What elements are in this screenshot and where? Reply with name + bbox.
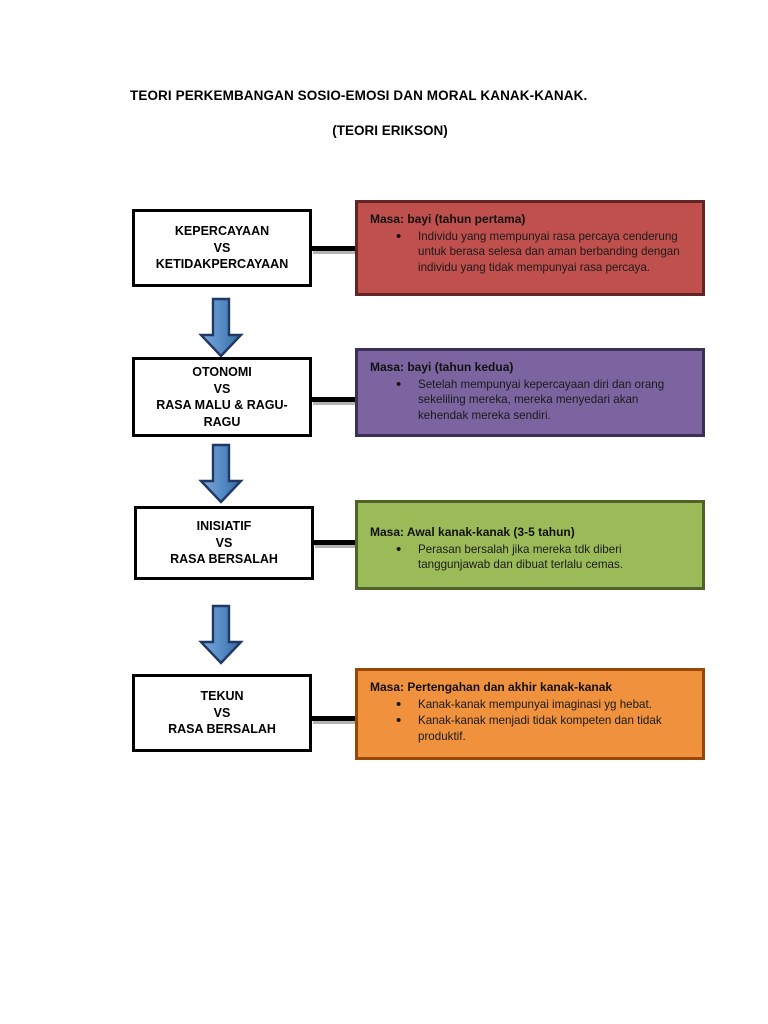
desc-bullet: Setelah mempunyai kepercayaan diri dan o… [396,376,690,423]
stage-box-otonomi[interactable]: OTONOMI VS RASA MALU & RAGU-RAGU [132,357,312,437]
desc-box-kepercayaan[interactable]: Masa: bayi (tahun pertama) Individu yang… [355,200,706,297]
stage-line-3: RASA BERSALAH [168,722,276,737]
stage-line-3: KETIDAKPERCAYAAN [155,257,289,272]
stage-line-3: RASA BERSALAH [170,552,278,567]
stage-line-1: INISIATIF [196,519,252,534]
desc-heading: Masa: bayi (tahun kedua) [370,360,514,374]
stage-line-3: RASA MALU & RAGU-RAGU [156,398,288,429]
connector-kepercayaan [311,246,359,254]
stage-line-2: VS [215,535,233,550]
stage-line-2: VS [213,240,231,255]
stage-line-2: VS [213,381,231,396]
stage-box-kepercayaan[interactable]: KEPERCAYAAN VS KETIDAKPERCAYAAN [132,209,312,287]
desc-heading: Masa: bayi (tahun pertama) [370,212,526,226]
desc-bullet: Individu yang mempunyai rasa percaya cen… [396,228,690,275]
stage-line-1: TEKUN [200,689,244,704]
desc-bullet: Kanak-kanak mempunyai imaginasi yg hebat… [396,696,690,714]
arrow-stage3-to-stage4 [198,604,244,666]
page-subtitle: (TEORI ERIKSON) [332,123,448,138]
desc-box-tekun[interactable]: Masa: Pertengahan dan akhir kanak-kanak … [355,668,706,761]
desc-bullet-list: Individu yang mempunyai rasa percaya cen… [370,228,690,275]
stage-box-tekun[interactable]: TEKUN VS RASA BERSALAH [132,674,312,752]
desc-heading: Masa: Awal kanak-kanak (3-5 tahun) [370,525,575,539]
desc-bullet-list: Perasan bersalah jika mereka tdk diberi … [370,541,690,573]
stage-line-1: KEPERCAYAAN [174,224,270,239]
desc-box-otonomi[interactable]: Masa: bayi (tahun kedua) Setelah mempuny… [355,348,706,438]
arrow-stage2-to-stage3 [198,443,244,505]
stage-box-inisiatif[interactable]: INISIATIF VS RASA BERSALAH [134,506,314,580]
arrow-stage1-to-stage2 [198,297,244,359]
desc-heading: Masa: Pertengahan dan akhir kanak-kanak [370,680,613,694]
stage-line-1: OTONOMI [192,365,252,379]
desc-bullet: Perasan bersalah jika mereka tdk diberi … [396,541,690,573]
stage-line-2: VS [213,705,231,720]
connector-otonomi [311,397,359,405]
connector-tekun [311,716,359,724]
page-title: TEORI PERKEMBANGAN SOSIO-EMOSI DAN MORAL… [130,88,588,103]
connector-inisiatif [313,540,359,548]
desc-box-inisiatif[interactable]: Masa: Awal kanak-kanak (3-5 tahun) Peras… [355,500,706,591]
desc-bullet-list: Kanak-kanak mempunyai imaginasi yg hebat… [370,696,690,744]
desc-bullet-list: Setelah mempunyai kepercayaan diri dan o… [370,376,690,423]
desc-bullet: Kanak-kanak menjadi tidak kompeten dan t… [396,712,690,744]
